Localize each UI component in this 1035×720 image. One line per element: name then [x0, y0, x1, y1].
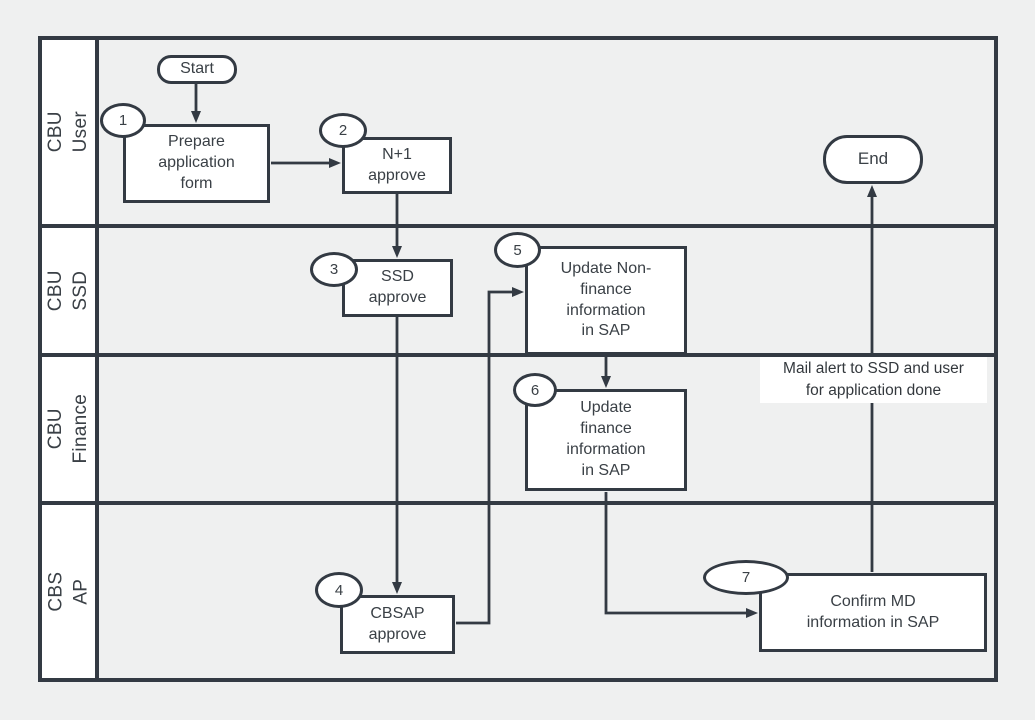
lane-cbu-finance: CBU Finance — [42, 357, 95, 501]
step5-badge: 5 — [494, 232, 541, 268]
lane-cbs-ap: CBS AP — [42, 505, 95, 678]
lane-label-column-divider — [95, 36, 99, 682]
step6-badge: 6 — [513, 373, 557, 407]
step1-badge: 1 — [100, 103, 146, 138]
step4-box: CBSAP approve — [340, 595, 455, 654]
step5-box: Update Non- finance information in SAP — [525, 246, 687, 355]
edge-step4-to-step5 — [456, 287, 524, 625]
step3-badge: 3 — [310, 252, 358, 287]
lane-cbu-ssd: CBU SSD — [42, 228, 95, 353]
step6-box: Update finance information in SAP — [525, 389, 687, 491]
lane-divider-3 — [38, 501, 998, 505]
mail-alert-note: Mail alert to SSD and user for applicati… — [760, 357, 987, 403]
step1-box: Prepare application form — [123, 124, 270, 203]
step7-box: Confirm MD information in SAP — [759, 573, 987, 652]
step3-box: SSD approve — [342, 259, 453, 317]
step7-badge: 7 — [703, 560, 789, 595]
lane-cbu-user: CBU User — [42, 40, 95, 224]
lane-divider-2 — [38, 353, 998, 357]
end-node: End — [823, 135, 923, 184]
edge-step6-to-step7 — [604, 492, 758, 618]
step2-badge: 2 — [319, 113, 367, 148]
step2-box: N+1 approve — [342, 137, 452, 194]
step4-badge: 4 — [315, 572, 363, 608]
lane-divider-1 — [38, 224, 998, 228]
start-node: Start — [157, 55, 237, 84]
